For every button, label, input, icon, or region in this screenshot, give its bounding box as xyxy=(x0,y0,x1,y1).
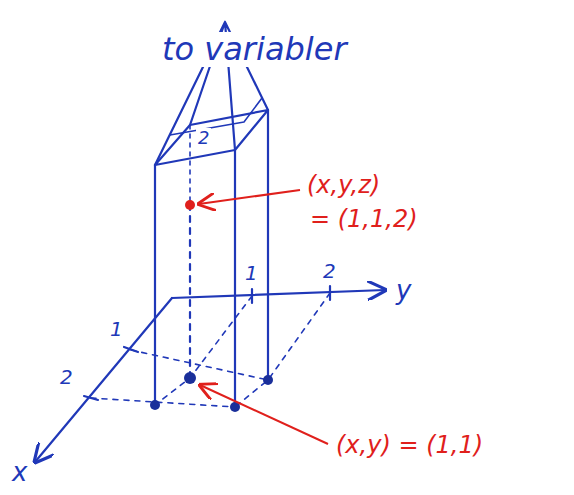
x-axis xyxy=(35,298,172,462)
hidden-edge xyxy=(189,125,191,205)
tick-label: 1 xyxy=(243,262,260,284)
pointer-arrow xyxy=(199,190,300,204)
surface-point xyxy=(185,200,195,210)
y-ticks xyxy=(252,286,330,303)
height-label: 2 xyxy=(196,128,211,148)
pointer-arrow xyxy=(200,385,328,444)
title: to variabler xyxy=(160,32,349,67)
surface-lines xyxy=(170,98,262,135)
axis-label: y xyxy=(394,276,413,305)
point-label: (x,y,z) xyxy=(305,172,382,198)
x-ticks xyxy=(84,347,138,400)
axis-label: x xyxy=(10,458,29,487)
column-top xyxy=(155,110,268,165)
point-label: = (1,1,2) xyxy=(308,206,420,232)
tick-label: 2 xyxy=(321,260,338,282)
y-axis xyxy=(172,290,385,298)
tick-label: 1 xyxy=(108,318,125,340)
tick-label: 2 xyxy=(58,366,75,388)
hidden-edge xyxy=(189,205,191,378)
column-edges xyxy=(155,110,268,407)
point-label: (x,y) = (1,1) xyxy=(334,432,485,458)
base-points xyxy=(150,372,273,412)
